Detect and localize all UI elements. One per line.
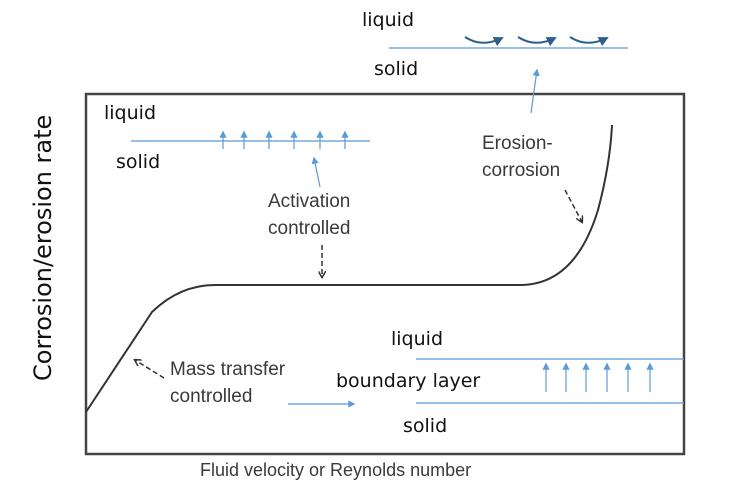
erosion-label-line2: corrosion xyxy=(482,160,561,181)
swirl-arrow xyxy=(569,36,609,47)
activation-controlled-label: Activation controlled xyxy=(268,188,350,242)
activation-arrows xyxy=(219,130,349,149)
inset-bottom-liquid: liquid xyxy=(391,328,443,350)
mass-transfer-label-line2: controlled xyxy=(170,386,253,407)
x-axis-label: Fluid velocity or Reynolds number xyxy=(200,460,472,480)
plot-frame xyxy=(84,92,686,456)
activation-label-line1: Activation xyxy=(268,191,351,212)
activation-pointer-arrow xyxy=(311,156,321,188)
inset-bottom-solid: solid xyxy=(403,415,448,437)
mass-transfer-controlled-label: Mass transfer controlled xyxy=(170,356,285,410)
inset-top-right-liquid: liquid xyxy=(362,9,414,31)
mass-transfer-dashed-arrow xyxy=(135,360,165,379)
activation-label-line2: controlled xyxy=(268,218,351,239)
inset-top-left-solid: solid xyxy=(116,151,161,173)
erosion-corrosion-label: Erosion- corrosion xyxy=(482,130,560,184)
y-axis-label: Corrosion/erosion rate xyxy=(29,114,57,381)
mass-transfer-label-line1: Mass transfer xyxy=(170,359,286,380)
rate-curve xyxy=(85,124,613,413)
inset-top-right-solid: solid xyxy=(374,58,419,80)
swirl-arrow xyxy=(464,36,504,47)
inset-top-left-liquid: liquid xyxy=(104,102,156,124)
boundary-layer-arrows xyxy=(542,362,654,392)
erosion-dashed-arrow xyxy=(564,189,582,222)
erosion-label-line1: Erosion- xyxy=(482,133,553,154)
inset-bottom-boundary-layer: boundary layer xyxy=(336,370,481,392)
swirl-arrow xyxy=(517,36,557,47)
erosion-pointer-arrow xyxy=(530,68,540,114)
